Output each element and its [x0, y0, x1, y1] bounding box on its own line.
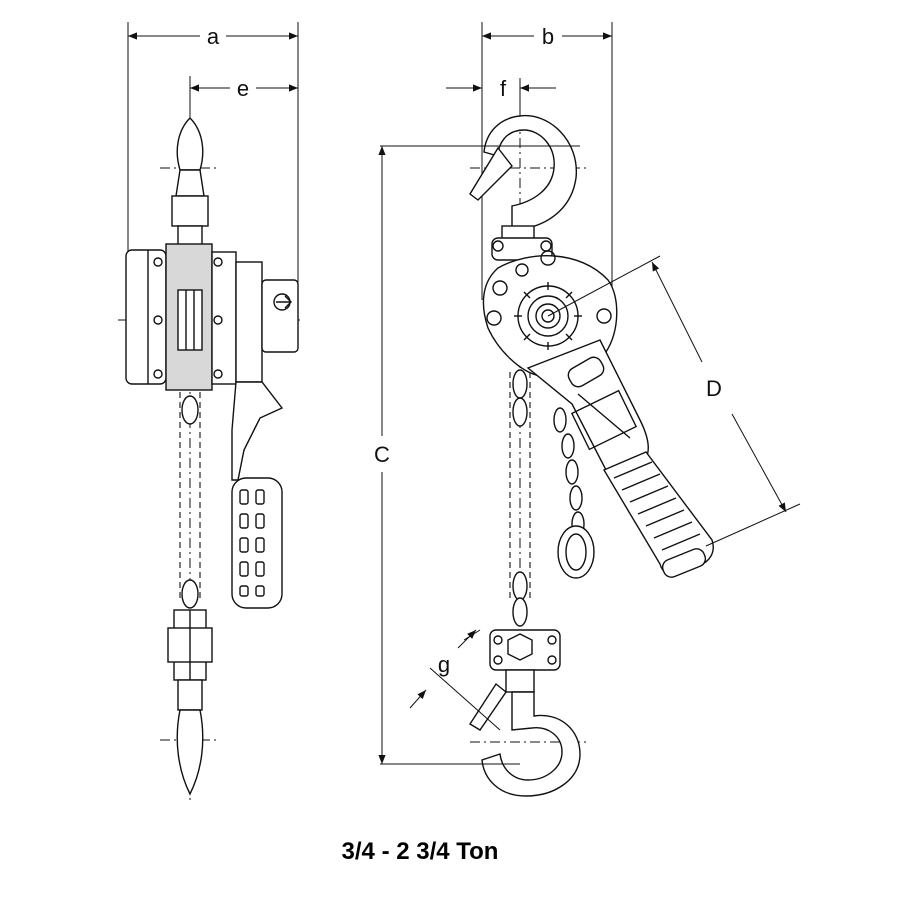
dim-label-b: b [542, 24, 554, 49]
dimension-lines [128, 32, 801, 765]
slack-chain [553, 407, 595, 579]
lever-handle-side [231, 381, 284, 481]
bottom-hook-latch [469, 682, 507, 731]
dim-label-g: g [438, 652, 450, 677]
lever-plate-side [235, 261, 263, 383]
bottom-hook-front [481, 691, 581, 797]
capacity-caption: 3/4 - 2 3/4 Ton [341, 838, 499, 865]
side-view [118, 22, 300, 800]
dimension-labels: a e b f C D g [207, 24, 722, 677]
dim-label-f: f [500, 76, 507, 101]
top-hook-latch [469, 146, 513, 201]
front-view [469, 22, 714, 797]
bottom-hook-side [176, 709, 204, 796]
dim-label-a: a [207, 24, 220, 49]
dim-label-C: C [374, 442, 390, 467]
handle-grip-ribs [239, 489, 265, 597]
top-hook-side [176, 117, 204, 171]
grip-ribs [613, 461, 701, 551]
dim-label-e: e [237, 76, 249, 101]
dim-label-D: D [706, 376, 722, 401]
